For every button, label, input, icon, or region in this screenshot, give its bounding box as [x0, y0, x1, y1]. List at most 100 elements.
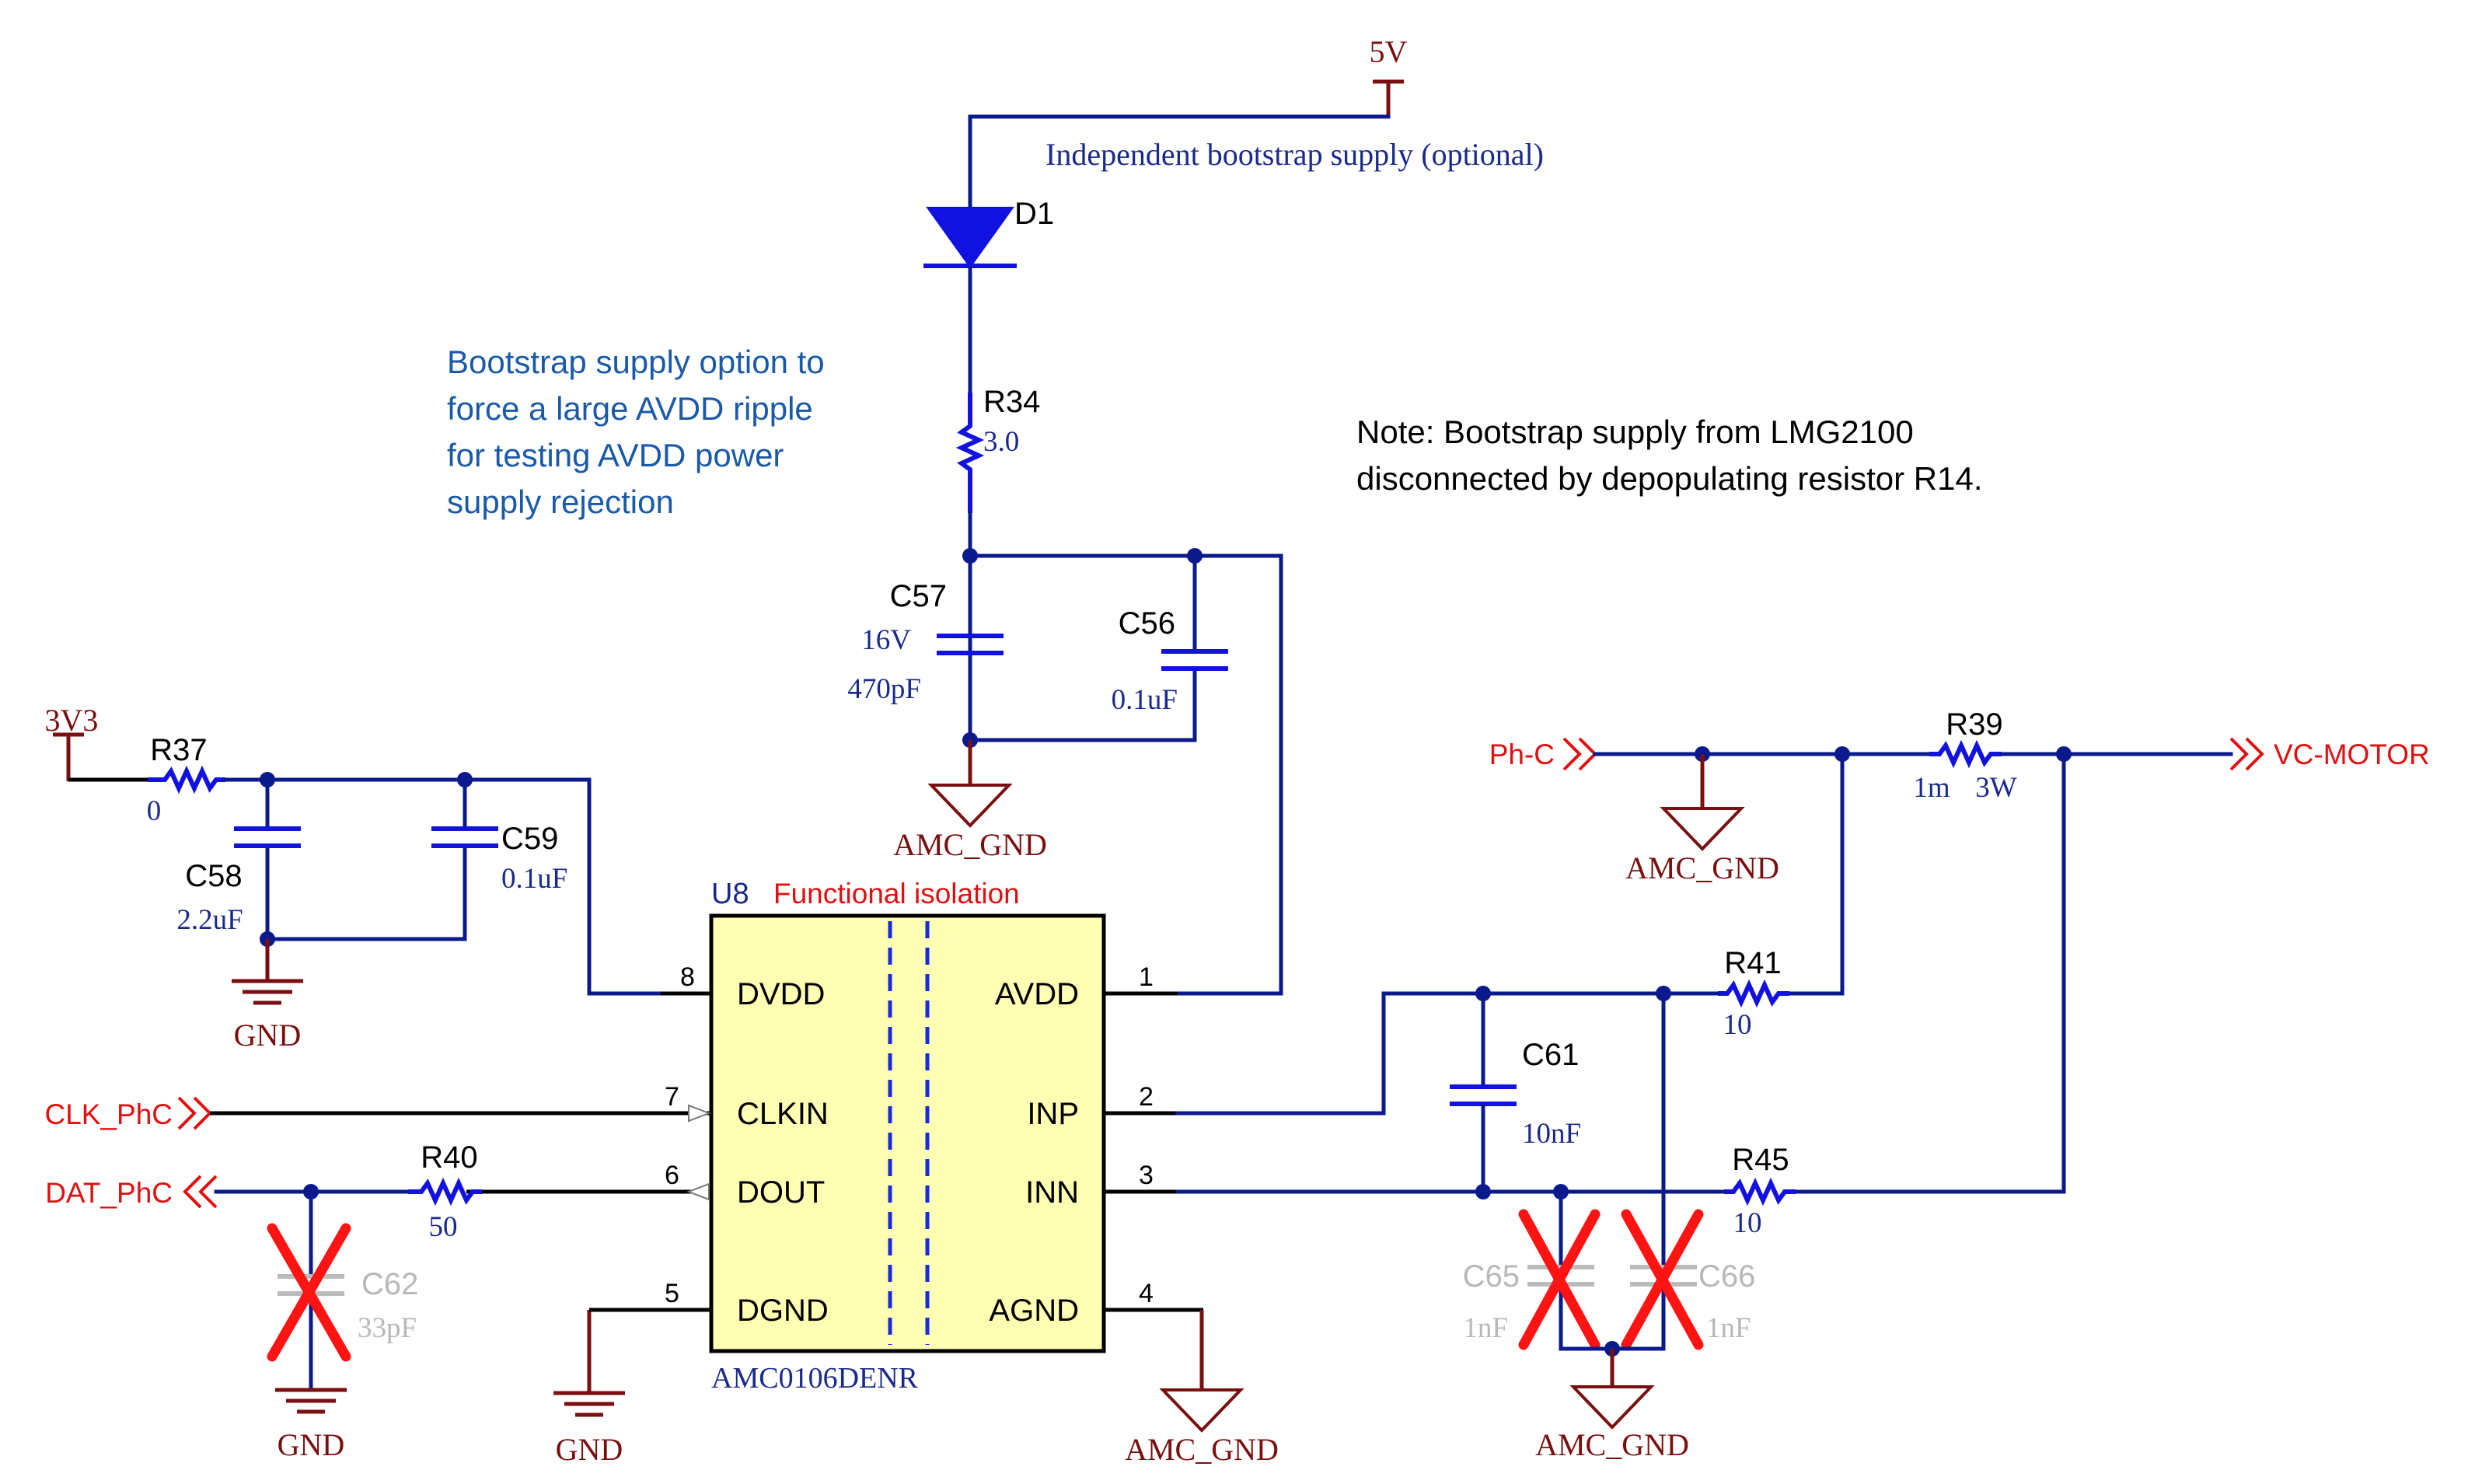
diode-d1: D1 [923, 197, 1054, 269]
capacitor-c62-dnp: C62 33pF [267, 1189, 418, 1390]
gnd-c62: GND [275, 1388, 347, 1462]
note-lmg-line-1: Note: Bootstrap supply from LMG2100 [1356, 414, 1914, 450]
r34-value: 3.0 [983, 426, 1019, 458]
resistor-r39: R39 1m 3W [1913, 707, 2016, 804]
net-clk-phc[interactable]: CLK_PhC [44, 1096, 227, 1130]
c56-value: 0.1uF [1112, 684, 1178, 716]
net-ph-c[interactable]: Ph-C [1489, 737, 1597, 771]
resistor-r40: R40 50 [408, 1140, 482, 1243]
note-lmg-line-2: disconnected by depopulating resistor R1… [1356, 460, 1983, 497]
c65-value: 1nF [1463, 1312, 1508, 1344]
amc-gnd-c65-c66: AMC_GND [1535, 1349, 1689, 1462]
pin-1-name: AVDD [995, 977, 1079, 1011]
r39-value: 1m [1913, 772, 1950, 804]
ic-u8-body [709, 913, 1106, 1353]
note-bootstrap-line-4: supply rejection [447, 484, 674, 520]
pin-7-name: CLKIN [737, 1097, 829, 1131]
ic-u8: U8 Functional isolation AMC0106DENR 8 DV… [225, 878, 1203, 1395]
pin-8-num: 8 [680, 962, 695, 992]
net-ph-c-label: Ph-C [1489, 739, 1555, 770]
resistor-r34: R34 3.0 [955, 385, 1040, 513]
amc-gnd-agnd: AMC_GND [1125, 1310, 1279, 1467]
wire-5v-d1 [968, 114, 1391, 212]
wire-avdd-node [968, 511, 1283, 996]
r45-value: 10 [1733, 1207, 1762, 1239]
gnd-dgnd-label: GND [556, 1432, 623, 1467]
c56-ref: C56 [1119, 606, 1175, 641]
c57-voltage: 16V [861, 624, 911, 656]
net-dat-phc[interactable]: DAT_PhC [45, 1175, 218, 1209]
r39-power: 3W [1975, 772, 2017, 804]
r39-ref: R39 [1946, 707, 2002, 742]
c66-value: 1nF [1706, 1312, 1751, 1344]
c57-value: 470pF [847, 673, 921, 705]
gnd-c58: GND [232, 939, 303, 1053]
pin-6-name: DOUT [737, 1175, 825, 1210]
note-bootstrap-line-2: force a large AVDD ripple [447, 390, 813, 427]
note-bootstrap-option: Bootstrap supply option to force a large… [447, 344, 825, 520]
r34-ref: R34 [983, 385, 1040, 419]
c61-ref: C61 [1522, 1038, 1579, 1072]
gnd-dgnd: GND [553, 1308, 625, 1467]
power-3v3-label: 3V3 [45, 703, 99, 738]
resistor-r37: R37 0 [147, 733, 225, 827]
wire-phc-r41 [1787, 752, 1845, 996]
c58-value: 2.2uF [176, 904, 243, 936]
c61-value: 10nF [1522, 1118, 1581, 1150]
wire-vcmotor-r45 [1793, 752, 2066, 1194]
resistor-r41: R41 10 [1718, 946, 1789, 1041]
c58-ref: C58 [185, 859, 242, 893]
pin-1-num: 1 [1139, 962, 1154, 992]
ic-u8-ref: U8 [711, 878, 749, 910]
pin-4-name: AGND [989, 1294, 1079, 1328]
pin-3-num: 3 [1139, 1161, 1154, 1190]
ic-u8-isolation: Functional isolation [773, 878, 1020, 910]
r37-ref: R37 [150, 733, 207, 767]
net-vc-motor-label: VC-MOTOR [2274, 739, 2430, 770]
amc-gnd-top-label: AMC_GND [893, 827, 1047, 862]
c62-value: 33pF [358, 1312, 417, 1344]
capacitor-c59: C59 0.1uF [431, 822, 567, 895]
r41-ref: R41 [1724, 946, 1781, 980]
ic-u8-part: AMC0106DENR [711, 1362, 919, 1395]
amc-gnd-phc: AMC_GND [1625, 754, 1779, 885]
r45-ref: R45 [1732, 1143, 1789, 1177]
wire-dvdd-node [223, 777, 663, 996]
capacitor-c61: C61 10nF [1450, 991, 1581, 1194]
power-5v: 5V [1370, 34, 1408, 117]
d1-ref: D1 [1014, 197, 1054, 231]
c59-ref: C59 [501, 822, 558, 856]
c59-value: 0.1uF [501, 863, 567, 895]
r40-value: 50 [429, 1211, 458, 1243]
pin-5-num: 5 [665, 1279, 679, 1308]
pin-2-name: INP [1027, 1097, 1079, 1131]
net-clk-label: CLK_PhC [44, 1098, 173, 1130]
capacitor-c58: C58 2.2uF [176, 826, 301, 936]
amc-gnd-c65-c66-label: AMC_GND [1535, 1427, 1689, 1462]
capacitor-c56: C56 0.1uF [1112, 606, 1228, 716]
c57-ref: C57 [890, 579, 947, 613]
r41-value: 10 [1723, 1009, 1752, 1041]
r40-ref: R40 [421, 1140, 477, 1175]
c65-ref: C65 [1463, 1259, 1520, 1294]
net-vc-motor[interactable]: VC-MOTOR [2229, 737, 2430, 771]
note-bootstrap-line-1: Bootstrap supply option to [447, 344, 825, 380]
power-5v-label: 5V [1370, 34, 1408, 69]
note-bootstrap-line-3: for testing AVDD power [447, 437, 784, 473]
gnd-c58-label: GND [234, 1018, 302, 1053]
pin-4-num: 4 [1139, 1279, 1154, 1308]
power-3v3: 3V3 [45, 703, 99, 781]
r37-value: 0 [147, 795, 162, 827]
resistor-r45: R45 10 [1724, 1143, 1796, 1239]
pin-5-name: DGND [737, 1294, 829, 1328]
pin-7-num: 7 [665, 1082, 679, 1112]
gnd-c62-label: GND [278, 1427, 345, 1462]
note-lmg2100: Note: Bootstrap supply from LMG2100 disc… [1356, 414, 1983, 497]
c62-ref: C62 [361, 1267, 418, 1301]
net-dat-label: DAT_PhC [45, 1177, 173, 1209]
pin-3-name: INN [1025, 1175, 1079, 1210]
c66-ref: C66 [1698, 1259, 1755, 1294]
amc-gnd-agnd-label: AMC_GND [1125, 1432, 1279, 1467]
capacitor-c65-dnp: C65 1nF [1463, 1189, 1601, 1351]
